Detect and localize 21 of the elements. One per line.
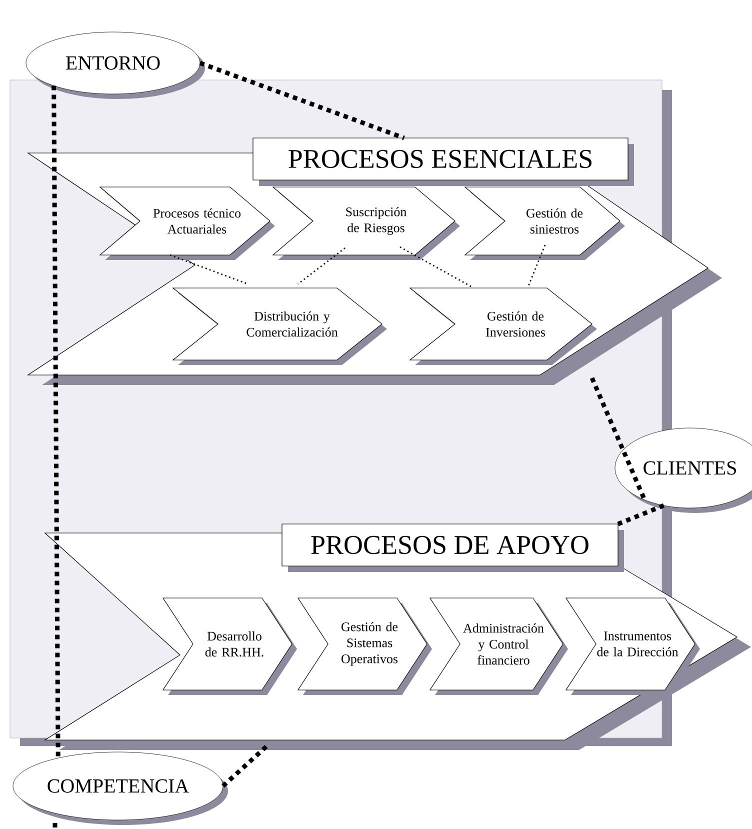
dotted-line <box>52 86 60 758</box>
dotted-line <box>527 244 546 288</box>
dotted-line <box>298 247 346 285</box>
chevron-step: Gestión de siniestros <box>464 186 625 260</box>
chevron-step: Instrumentos de la Dirección <box>565 598 700 695</box>
ellipse-node: CLIENTES <box>614 428 752 513</box>
ellipse-node: COMPETENCIA <box>12 752 228 825</box>
ellipse-node: ENTORNO <box>26 32 205 99</box>
chevron-step: Administración y Control financiero <box>429 598 568 695</box>
dotted-line <box>199 60 405 140</box>
chevron-step: Procesos técnico Actuariales <box>99 186 275 260</box>
dotted-line <box>170 254 248 285</box>
dotted-line <box>221 743 270 788</box>
chevron-step: Suscripción de Riesgos <box>272 186 460 260</box>
chevron-step: Gestión de Inversiones <box>409 288 597 365</box>
chevron-step: Desarrollo de RR.HH. <box>162 598 297 695</box>
chevron-step: Gestión de Sistemas Operativos <box>297 598 432 695</box>
dotted-line <box>617 503 665 526</box>
dotted-line <box>400 246 472 288</box>
dotted-line <box>590 377 647 501</box>
chevron-step: Distribución y Comercialización <box>172 288 387 365</box>
